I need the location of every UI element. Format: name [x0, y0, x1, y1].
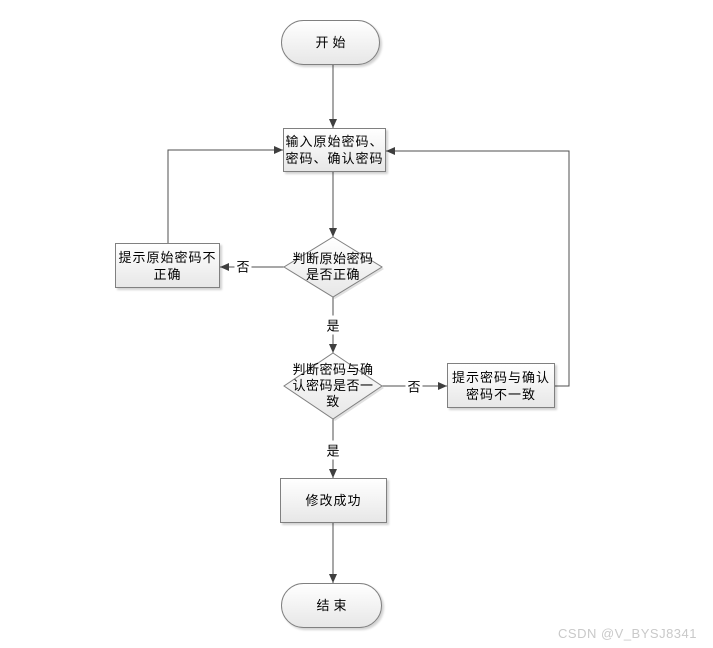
check-original-line-2: 是否正确 — [305, 267, 360, 282]
node-end-label: 结束 — [316, 598, 351, 613]
node-input-passwords: 输入原始密码、 密码、确认密码 — [283, 128, 386, 172]
node-input-line-2: 密码、确认密码 — [285, 151, 384, 166]
edge-label-original-no: 否 — [234, 256, 252, 276]
edge-label-original-yes: 是 — [324, 315, 342, 335]
node-prompt-original-incorrect: 提示原始密码不 正确 — [115, 243, 220, 288]
check-confirm-line-1: 判断密码与确 — [292, 362, 374, 377]
check-confirm-line-3: 致 — [326, 394, 340, 409]
csdn-watermark: CSDN @V_BYSJ8341 — [558, 626, 697, 641]
node-check-confirm-text: 判断密码与确 认密码是否一 致 — [282, 362, 384, 410]
check-confirm-line-2: 认密码是否一 — [292, 378, 374, 393]
node-start: 开始 — [281, 20, 380, 65]
node-start-label: 开始 — [315, 35, 350, 50]
edge-label-confirm-no: 否 — [405, 376, 423, 396]
decision-check-confirm-shape — [283, 352, 383, 420]
node-success-label: 修改成功 — [305, 493, 362, 508]
prompt-confirm-line-1: 提示密码与确认 — [451, 369, 550, 385]
prompt-original-line-2: 正确 — [153, 266, 182, 282]
prompt-confirm-line-2: 密码不一致 — [465, 386, 536, 402]
node-input-line-1: 输入原始密码、 — [285, 134, 384, 149]
prompt-original-line-1: 提示原始密码不 — [118, 249, 217, 265]
node-check-original-text: 判断原始密码 是否正确 — [282, 251, 384, 283]
node-end: 结束 — [281, 583, 382, 628]
node-prompt-confirm-mismatch: 提示密码与确认 密码不一致 — [447, 363, 555, 408]
decision-check-original-shape — [283, 236, 383, 298]
edge-prompt-confirm-loop — [386, 147, 570, 387]
edge-prompt-original-loop — [167, 146, 283, 243]
edge-label-confirm-yes: 是 — [324, 440, 342, 460]
node-success: 修改成功 — [280, 478, 387, 523]
check-original-line-1: 判断原始密码 — [292, 251, 374, 266]
